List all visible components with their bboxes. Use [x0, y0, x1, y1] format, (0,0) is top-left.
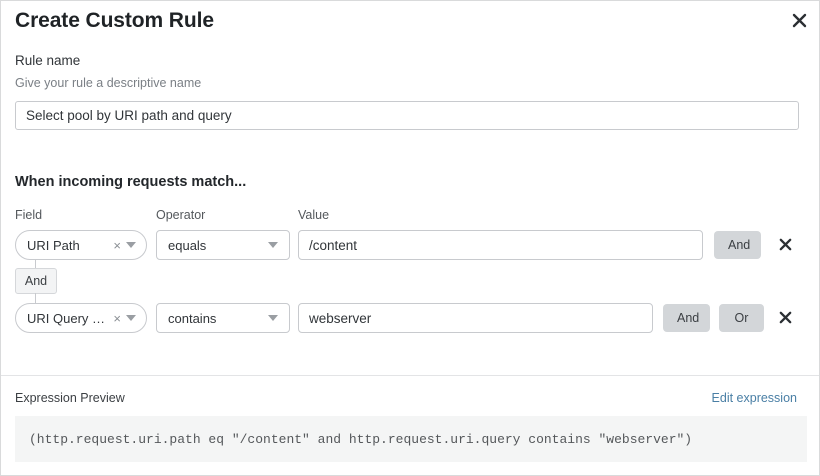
- match-section-heading: When incoming requests match...: [15, 174, 247, 190]
- operator-select[interactable]: equals: [156, 230, 290, 260]
- condition-row: URI Query St... × contains And Or: [1, 303, 819, 333]
- close-glyph: [792, 13, 806, 27]
- group-connector-line: [35, 260, 36, 270]
- chevron-down-icon: [268, 315, 278, 321]
- rule-name-input[interactable]: [15, 101, 799, 130]
- field-select[interactable]: URI Query St... ×: [15, 303, 147, 333]
- chevron-down-icon: [126, 315, 136, 321]
- operator-select[interactable]: contains: [156, 303, 290, 333]
- rule-name-help-text: Give your rule a descriptive name: [15, 76, 202, 90]
- page-title: Create Custom Rule: [15, 9, 214, 32]
- row-and-button[interactable]: And: [663, 304, 710, 332]
- expression-preview-box: (http.request.uri.path eq "/content" and…: [15, 416, 807, 462]
- field-select-value: URI Query St...: [27, 310, 112, 326]
- close-icon[interactable]: [787, 8, 811, 32]
- operator-select-value: contains: [168, 310, 217, 326]
- clear-icon[interactable]: ×: [113, 310, 121, 326]
- chevron-down-icon: [126, 242, 136, 248]
- rule-name-label: Rule name: [15, 53, 81, 68]
- group-and-button[interactable]: And: [15, 268, 57, 294]
- value-input[interactable]: [298, 230, 703, 260]
- operator-select-value: equals: [168, 237, 207, 253]
- group-connector-line: [35, 293, 36, 303]
- row-or-button[interactable]: Or: [719, 304, 764, 332]
- clear-icon[interactable]: ×: [113, 237, 121, 253]
- edit-expression-link[interactable]: Edit expression: [711, 391, 797, 405]
- field-select[interactable]: URI Path ×: [15, 230, 147, 260]
- close-glyph: [779, 311, 791, 323]
- expression-preview-text: (http.request.uri.path eq "/content" and…: [29, 431, 693, 447]
- column-header-operator: Operator: [156, 208, 206, 222]
- field-select-value: URI Path: [27, 237, 80, 253]
- delete-condition-icon[interactable]: [776, 233, 794, 255]
- expression-preview-label: Expression Preview: [15, 391, 125, 405]
- condition-row: URI Path × equals And: [1, 230, 819, 260]
- value-input[interactable]: [298, 303, 653, 333]
- column-header-field: Field: [15, 208, 43, 222]
- close-glyph: [779, 238, 791, 250]
- chevron-down-icon: [268, 242, 278, 248]
- section-divider: [1, 375, 819, 376]
- column-header-value: Value: [298, 208, 330, 222]
- row-and-button[interactable]: And: [714, 231, 761, 259]
- delete-condition-icon[interactable]: [776, 306, 794, 328]
